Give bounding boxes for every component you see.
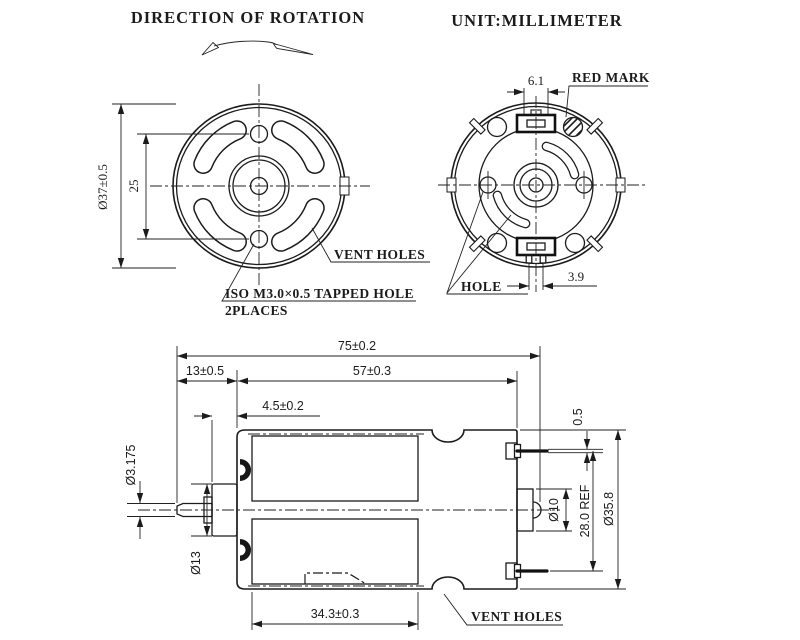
dim-body-length: 57±0.3	[238, 364, 518, 428]
side-body-outline	[236, 429, 518, 590]
dim-front-hole-pitch: 25	[126, 133, 249, 240]
side-terminal-bottom	[505, 562, 549, 580]
dim-terminal-pitch: 28.0 REF	[550, 451, 603, 572]
rotation-arrow-icon	[201, 40, 314, 56]
direction-of-rotation-label: DIRECTION OF ROTATION	[131, 8, 365, 27]
svg-text:34.3±0.3: 34.3±0.3	[311, 607, 360, 621]
svg-text:Ø35.8: Ø35.8	[602, 492, 616, 526]
dim-magnet-length: 34.3±0.3	[251, 592, 419, 630]
side-view: 75±0.2 13±0.5 57±0.3 4.5±0.2 Ø3.175	[124, 339, 626, 630]
svg-text:0.5: 0.5	[571, 408, 585, 425]
label-vent-holes-side: VENT HOLES	[443, 593, 563, 626]
front-view: Ø37±0.5 25 VENT HOLES ISO M3.0×0.5 TAPPE…	[95, 84, 430, 318]
label-vent-holes-front: VENT HOLES	[311, 227, 430, 263]
rear-arc-slots	[492, 141, 580, 229]
svg-text:3.9: 3.9	[568, 269, 584, 284]
label-tapped-hole: ISO M3.0×0.5 TAPPED HOLE 2PLACES	[221, 243, 416, 318]
svg-text:2PLACES: 2PLACES	[225, 303, 288, 318]
rear-face-hole-br	[564, 232, 586, 254]
rear-face-hole-bl	[486, 232, 508, 254]
side-brush-mark	[304, 572, 367, 585]
svg-text:13±0.5: 13±0.5	[186, 364, 224, 378]
dim-terminal-width: 6.1	[507, 73, 565, 114]
svg-text:28.0 REF: 28.0 REF	[578, 484, 592, 537]
unit-label: UNIT:MILLIMETER	[451, 11, 623, 30]
dim-overall-length: 75±0.2	[176, 339, 541, 503]
svg-text:HOLE: HOLE	[461, 279, 502, 294]
svg-text:Ø3.175: Ø3.175	[124, 444, 138, 485]
rear-rim-tabs	[468, 117, 604, 253]
svg-text:75±0.2: 75±0.2	[338, 339, 376, 353]
dim-front-boss-diameter: Ø13	[189, 483, 212, 575]
svg-text:Ø37±0.5: Ø37±0.5	[95, 164, 110, 210]
svg-text:VENT HOLES: VENT HOLES	[334, 247, 425, 262]
svg-text:RED MARK: RED MARK	[572, 70, 650, 85]
front-vent-slots	[193, 120, 325, 252]
svg-text:4.5±0.2: 4.5±0.2	[262, 399, 304, 413]
svg-text:57±0.3: 57±0.3	[353, 364, 391, 378]
dim-terminal-thickness: 0.5	[548, 408, 603, 471]
side-magnet-bottom	[251, 518, 419, 585]
svg-text:VENT HOLES: VENT HOLES	[471, 609, 562, 624]
rear-face-hole-tl	[486, 116, 508, 138]
dim-pin-pitch: 3.9	[507, 264, 597, 290]
side-screw-holes	[240, 459, 251, 561]
red-mark-dot	[562, 116, 584, 138]
dim-shaft-diameter: Ø3.175	[124, 444, 175, 539]
svg-text:Ø10: Ø10	[547, 498, 561, 522]
dim-front-outer-diameter: Ø37±0.5	[95, 103, 176, 269]
header: DIRECTION OF ROTATION UNIT:MILLIMETER	[131, 8, 623, 56]
dim-shaft-length: 13±0.5	[177, 364, 238, 428]
svg-text:Ø13: Ø13	[189, 551, 203, 575]
rear-view: 6.1 RED MARK HOLE 3.9	[438, 70, 650, 295]
side-magnet-top	[251, 435, 419, 502]
label-red-mark: RED MARK	[565, 70, 650, 118]
dim-boss-length: 4.5±0.2	[194, 399, 320, 482]
svg-text:ISO M3.0×0.5 TAPPED HOLE: ISO M3.0×0.5 TAPPED HOLE	[225, 286, 414, 301]
label-hole: HOLE	[446, 191, 528, 295]
svg-text:6.1: 6.1	[528, 73, 544, 88]
dim-body-diameter: Ø35.8	[520, 429, 626, 590]
svg-text:25: 25	[126, 180, 141, 193]
dim-rear-boss-diameter: Ø10	[536, 488, 572, 532]
side-terminal-top	[505, 442, 549, 460]
